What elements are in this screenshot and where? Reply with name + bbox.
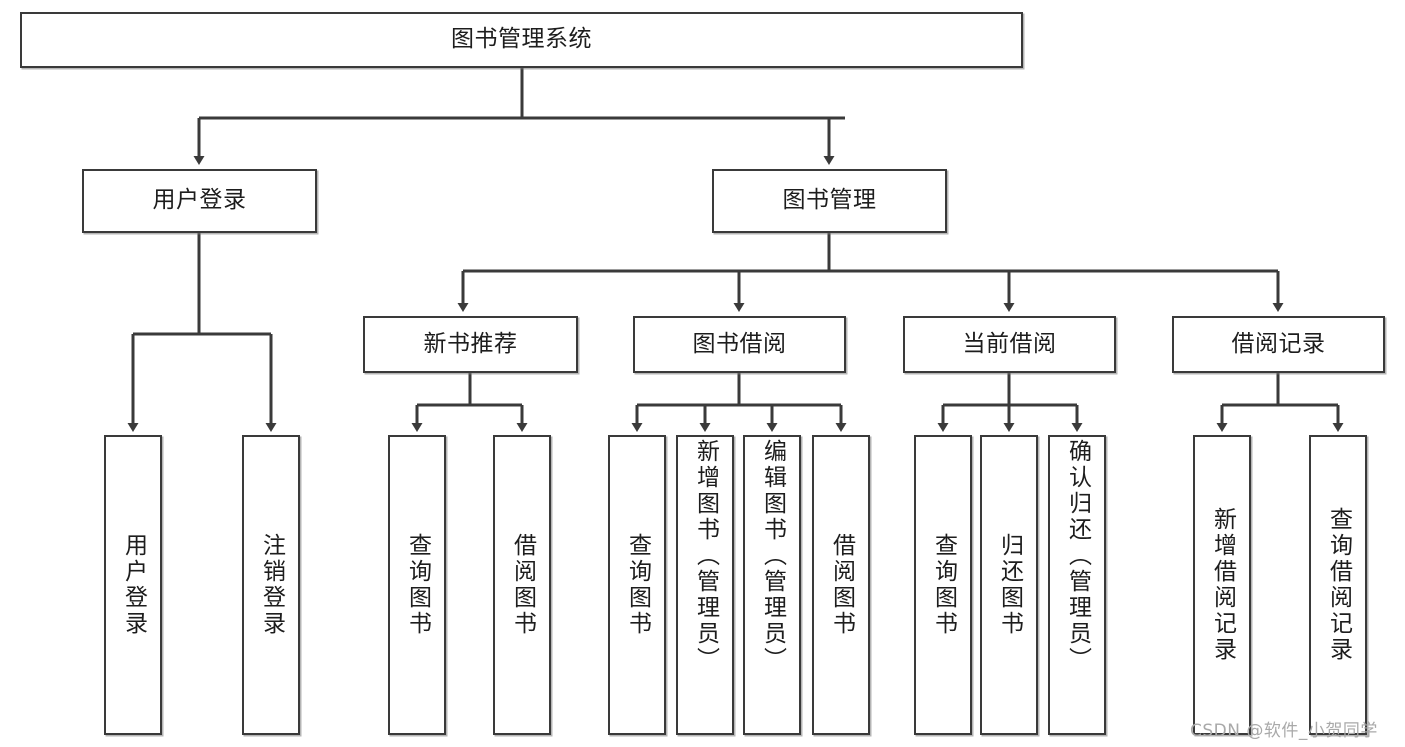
- leaf-query-book-1[interactable]: 查询图书: [388, 435, 446, 735]
- node-label: 归还图书: [996, 533, 1023, 637]
- node-label: 编辑图书（管理员）: [759, 439, 786, 673]
- leaf-add-borrow-record[interactable]: 新增借阅记录: [1193, 435, 1251, 735]
- leaf-query-borrow-record[interactable]: 查询借阅记录: [1309, 435, 1367, 735]
- node-user-login[interactable]: 用户登录: [82, 169, 317, 233]
- leaf-add-book-admin[interactable]: 新增图书（管理员）: [676, 435, 734, 735]
- leaf-query-book-3[interactable]: 查询图书: [914, 435, 972, 735]
- node-book-borrow[interactable]: 图书借阅: [633, 316, 846, 373]
- node-borrow-record[interactable]: 借阅记录: [1172, 316, 1385, 373]
- leaf-return-book[interactable]: 归还图书: [980, 435, 1038, 735]
- node-label: 图书借阅: [692, 330, 787, 357]
- csdn-watermark: CSDN @软件_小贺同学: [1190, 721, 1378, 741]
- leaf-logout-login[interactable]: 注销登录: [242, 435, 300, 735]
- node-root-system[interactable]: 图书管理系统: [20, 12, 1023, 68]
- node-current-borrow[interactable]: 当前借阅: [903, 316, 1116, 373]
- leaf-edit-book-admin[interactable]: 编辑图书（管理员）: [743, 435, 801, 735]
- leaf-user-login[interactable]: 用户登录: [104, 435, 162, 735]
- node-label: 查询借阅记录: [1325, 507, 1352, 663]
- leaf-borrow-book-1[interactable]: 借阅图书: [493, 435, 551, 735]
- node-label: 当前借阅: [962, 330, 1057, 357]
- leaf-confirm-return-admin[interactable]: 确认归还（管理员）: [1048, 435, 1106, 735]
- node-label: 图书管理系统: [451, 26, 592, 53]
- leaf-query-book-2[interactable]: 查询图书: [608, 435, 666, 735]
- node-label: 注销登录: [258, 533, 285, 637]
- node-label: 查询图书: [930, 533, 957, 637]
- node-label: 新增图书（管理员）: [692, 439, 719, 673]
- node-label: 确认归还（管理员）: [1064, 439, 1091, 673]
- node-label: 借阅图书: [828, 533, 855, 637]
- node-label: 新增借阅记录: [1209, 507, 1236, 663]
- leaf-borrow-book-2[interactable]: 借阅图书: [812, 435, 870, 735]
- node-label: 用户登录: [152, 187, 247, 214]
- node-label: 查询图书: [624, 533, 651, 637]
- node-new-book-recommend[interactable]: 新书推荐: [363, 316, 578, 373]
- node-label: 查询图书: [404, 533, 431, 637]
- node-label: 用户登录: [120, 533, 147, 637]
- node-book-manage[interactable]: 图书管理: [712, 169, 947, 233]
- node-label: 图书管理: [782, 187, 877, 214]
- node-label: 新书推荐: [423, 330, 518, 357]
- node-label: 借阅图书: [509, 533, 536, 637]
- node-label: 借阅记录: [1231, 330, 1326, 357]
